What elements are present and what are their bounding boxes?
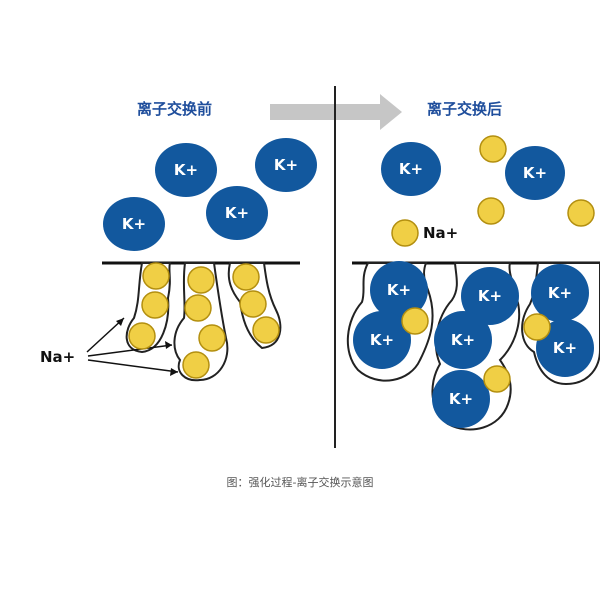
ion-k-body — [103, 197, 165, 251]
ion-na — [239, 290, 267, 318]
process-arrow-head — [380, 94, 402, 130]
ion-k-after-embedded-7: K+ — [536, 319, 594, 377]
right-na-ions-released — [391, 135, 595, 247]
ion-k-after-free-2: K+ — [505, 146, 565, 200]
ion-k-label: K+ — [274, 156, 298, 174]
process-arrow-shaft — [270, 104, 382, 120]
ion-k-body — [155, 143, 217, 197]
ion-k-body — [353, 311, 411, 369]
na-arrowhead-middle — [165, 341, 172, 349]
ion-k-label: K+ — [553, 339, 577, 357]
ion-k-label: K+ — [399, 160, 423, 178]
ion-na — [142, 262, 170, 290]
na-arrow-lower — [87, 359, 179, 373]
ion-na — [232, 263, 260, 291]
na-arrowhead-upper — [116, 318, 124, 326]
figure-caption: 图：强化过程-离子交换示意图 — [226, 476, 374, 489]
na-arrow-middle — [87, 344, 173, 357]
ion-na — [198, 324, 226, 352]
ion-na — [128, 322, 156, 350]
ion-na — [182, 351, 210, 379]
na-arrowhead-lower — [170, 368, 178, 376]
ion-k-after-free-1: K+ — [381, 142, 441, 196]
ion-k-label: K+ — [225, 204, 249, 222]
ion-na — [479, 135, 507, 163]
na-annotation-arrows — [86, 317, 179, 376]
ion-na — [187, 266, 215, 294]
ion-k-body — [206, 186, 268, 240]
ion-k-before-4: K+ — [103, 197, 165, 251]
ion-k-before-3: K+ — [206, 186, 268, 240]
ion-k-after-embedded-6: K+ — [531, 264, 589, 322]
ion-k-label: K+ — [548, 284, 572, 302]
ion-na — [391, 219, 419, 247]
ion-k-body — [370, 261, 428, 319]
ion-na — [401, 307, 429, 335]
after-exchange-title: 离子交换后 — [427, 100, 503, 118]
ion-k-label: K+ — [523, 164, 547, 182]
process-arrow — [270, 94, 402, 130]
ion-k-label: K+ — [478, 287, 502, 305]
na-label-right: Na+ — [423, 224, 458, 242]
na-arrow-upper — [86, 317, 125, 353]
na-label-left: Na+ — [40, 348, 75, 366]
right-na-ions-remaining — [401, 307, 551, 393]
ion-k-body — [461, 267, 519, 325]
ion-k-after-embedded-4: K+ — [434, 311, 492, 369]
ion-na — [567, 199, 595, 227]
ion-k-body — [381, 142, 441, 196]
ion-k-label: K+ — [387, 281, 411, 299]
ion-k-label: K+ — [174, 161, 198, 179]
ion-k-before-1: K+ — [155, 143, 217, 197]
ion-na — [483, 365, 511, 393]
ion-k-after-embedded-2: K+ — [353, 311, 411, 369]
ion-k-label: K+ — [449, 390, 473, 408]
ion-k-body — [536, 319, 594, 377]
ion-na — [523, 313, 551, 341]
ion-na — [184, 294, 212, 322]
ion-k-body — [531, 264, 589, 322]
ion-na — [141, 291, 169, 319]
ion-na — [252, 316, 280, 344]
ion-k-body — [432, 370, 490, 428]
ion-na — [477, 197, 505, 225]
before-exchange-title: 离子交换前 — [137, 100, 213, 118]
ion-k-after-embedded-1: K+ — [370, 261, 428, 319]
ion-k-body — [434, 311, 492, 369]
ion-k-label: K+ — [122, 215, 146, 233]
ion-k-body — [505, 146, 565, 200]
ion-k-after-embedded-3: K+ — [461, 267, 519, 325]
ion-k-after-embedded-5: K+ — [432, 370, 490, 428]
ion-k-body — [255, 138, 317, 192]
ion-k-label: K+ — [451, 331, 475, 349]
left-na-ions — [128, 262, 280, 379]
ion-k-label: K+ — [370, 331, 394, 349]
ion-k-before-2: K+ — [255, 138, 317, 192]
